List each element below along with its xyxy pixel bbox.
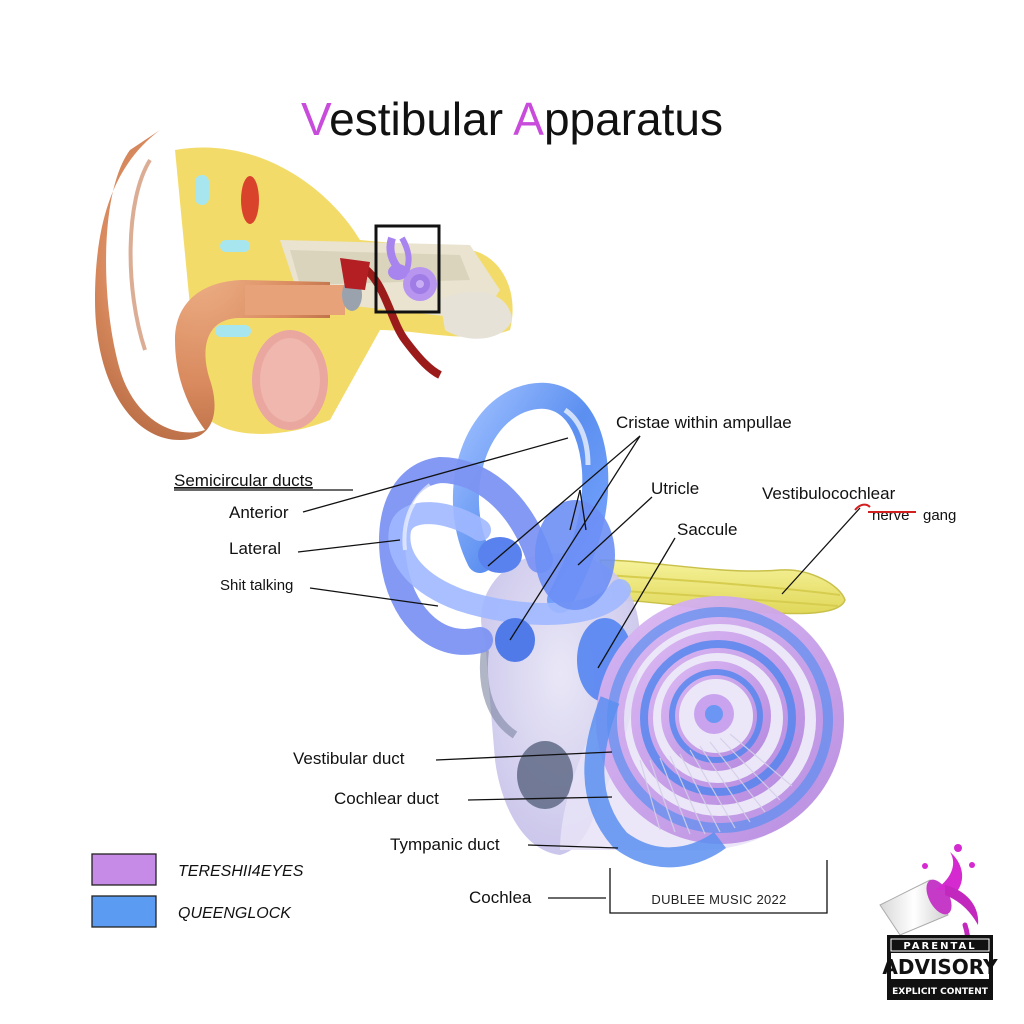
title-initial-a: A [513,93,544,145]
title-word-1: estibular [329,93,513,145]
nerve-struck-label: nerve [872,507,910,524]
legend-swatch-blue [91,895,157,928]
advisory-middle: ADVISORY [882,955,998,979]
vestibulocochlear-label: Vestibulocochlear [762,484,896,503]
lateral-duct [388,502,631,625]
anterior-label: Anterior [229,503,289,522]
legend: TERESHII4EYES QUEENGLOCK [91,853,304,928]
title-word-2: pparatus [544,93,723,145]
tympanic-duct-label: Tympanic duct [390,835,500,854]
cochlear-duct-label: Cochlear duct [334,789,439,808]
ear-cross-section-illustration [95,130,513,440]
utricle [535,500,615,610]
title-initial-v: V [301,93,332,145]
legend-swatch-purple [91,853,157,886]
nerve-replacement-label: gang [923,507,956,524]
legend-label-2: QUEENGLOCK [178,905,292,922]
saccule-label: Saccule [677,520,737,539]
credit-text: DUBLEE MUSIC 2022 [651,892,786,907]
cochlea-label: Cochlea [469,888,532,907]
semicircular-ducts-heading: Semicircular ducts [174,471,313,490]
semicircular-ducts [379,382,633,702]
page-title: Vestibular Apparatus [301,93,723,145]
vestibular-duct-label: Vestibular duct [293,749,405,768]
cochlea [560,596,844,868]
ampulla [495,618,535,662]
shit-talking-label: Shit talking [220,577,293,594]
legend-label-1: TERESHII4EYES [178,863,304,880]
round-window [517,741,573,809]
advisory-bottom: EXPLICIT CONTENT [892,987,989,997]
parental-advisory-badge: PARENTAL ADVISORY EXPLICIT CONTENT [882,935,998,1000]
cristae-label: Cristae within ampullae [616,413,792,432]
vestibulocochlear-nerve [599,559,846,615]
strike-arrow [854,503,871,511]
advisory-top: PARENTAL [903,941,976,952]
utricle-label: Utricle [651,479,699,498]
posterior-duct [379,456,553,655]
credit-bracket: DUBLEE MUSIC 2022 [609,860,828,914]
leader-lines [297,435,861,899]
zoom-box [374,224,441,314]
lateral-label: Lateral [229,539,281,558]
